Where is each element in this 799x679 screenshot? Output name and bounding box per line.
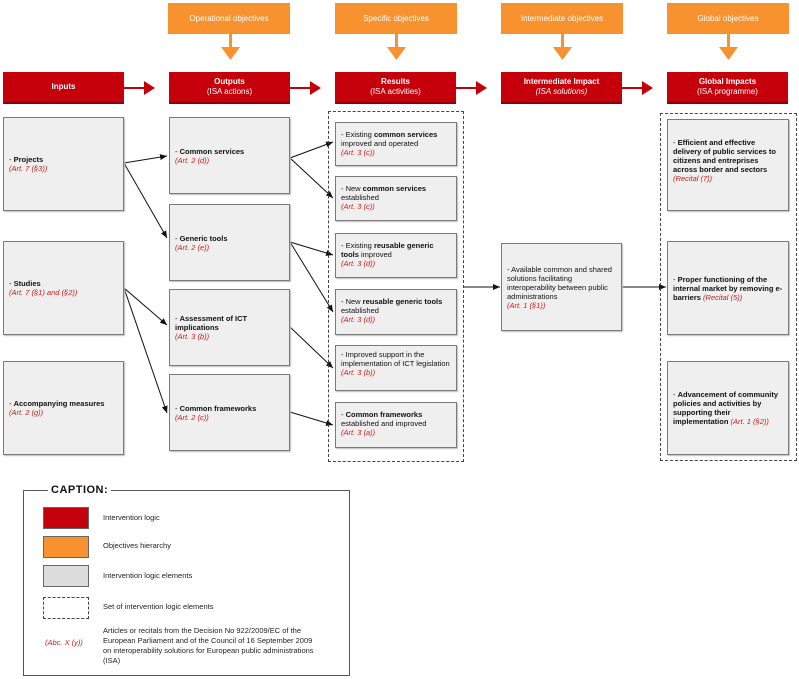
legend-ref-sample: (Abc. X (y)) [45, 638, 83, 647]
output-common-frameworks: - Common frameworks (Art. 2 (c)) [169, 374, 290, 451]
logic-global-impacts: Global Impacts (ISA programme) [667, 72, 788, 104]
article-ref: (Art. 2 (d)) [175, 155, 210, 165]
result-common-frameworks: - Common frameworks established and impr… [335, 402, 457, 448]
article-ref: (Art. 3 (c)) [341, 148, 375, 157]
objective-operational: Operational objectives [168, 3, 290, 34]
article-ref: (Art. 3 (b)) [341, 368, 376, 377]
logic-title: Inputs [51, 82, 76, 91]
legend-label: Objectives hierarchy [103, 541, 171, 550]
article-ref: (Art. 7 (§3)) [9, 164, 48, 173]
box-label: - Assessment of ICT implications [175, 314, 248, 332]
article-ref: (Art. 3 (d)) [341, 259, 376, 268]
box-label: - Accompanying measures [9, 399, 105, 408]
box-label: - Existing common services improved and … [341, 130, 438, 148]
article-ref: (Art. 3 (a)) [341, 428, 376, 437]
logic-title: Results [381, 77, 410, 86]
legend-label: Intervention logic elements [103, 571, 193, 580]
box-label: - Common frameworks established and impr… [341, 410, 427, 428]
logic-subtitle: (ISA solutions) [535, 87, 588, 96]
box-label: - New reusable generic tools established [341, 297, 443, 315]
output-assessment-ict: - Assessment of ICT implications (Art. 3… [169, 289, 290, 366]
objective-intermediate: Intermediate objectives [501, 3, 623, 34]
article-ref: (Art. 3 (c)) [341, 202, 375, 211]
input-accompanying-measures: - Accompanying measures (Art. 2 (g)) [3, 361, 124, 455]
box-label: - Efficient and effective delivery of pu… [673, 138, 776, 174]
article-ref: (Art. 2 (e)) [175, 242, 210, 252]
results-set [328, 111, 464, 462]
legend-swatch-orange [43, 536, 89, 558]
global-impact-internal-market: - Proper functioning of the internal mar… [667, 241, 789, 335]
box-label: - Generic tools [175, 233, 228, 243]
result-ict-legislation-support: - Improved support in the implementation… [335, 345, 457, 391]
box-label: - Existing reusable generic tools improv… [341, 241, 434, 259]
box-label: - New common services established [341, 184, 427, 202]
result-existing-generic-tools: - Existing reusable generic tools improv… [335, 233, 457, 278]
box-label: - Projects [9, 155, 44, 164]
article-ref: (Art. 3 (b)) [175, 332, 210, 341]
input-studies: - Studies (Art. 7 (§1) and (§2)) [3, 241, 124, 335]
box-label: - Proper functioning of the internal mar… [673, 274, 783, 302]
logic-intermediate-impact: Intermediate Impact (ISA solutions) [501, 72, 622, 104]
logic-subtitle: (ISA activities) [370, 87, 421, 96]
objective-arrows [221, 34, 738, 60]
logic-inputs: Inputs [3, 72, 124, 104]
input-projects: - Projects (Art. 7 (§3)) [3, 117, 124, 211]
logic-title: Outputs [214, 77, 245, 86]
box-label: - Common frameworks [175, 403, 257, 413]
box-label: - Common services [175, 146, 245, 156]
article-ref: (Recital (7)) [673, 174, 713, 183]
logic-title: Global Impacts [698, 77, 757, 86]
result-new-generic-tools: - New reusable generic tools established… [335, 289, 457, 335]
article-ref: (Art. 1 (§1)) [507, 300, 546, 310]
result-existing-common-services: - Existing common services improved and … [335, 122, 457, 166]
article-ref: (Art. 3 (d)) [341, 315, 376, 324]
box-label: - Studies [9, 279, 41, 288]
result-new-common-services: - New common services established (Art. … [335, 176, 457, 221]
global-impact-public-services: - Efficient and effective delivery of pu… [667, 119, 789, 211]
legend-label: Set of intervention logic elements [103, 602, 214, 611]
flow-connectors [123, 141, 666, 426]
caption-title: CAPTION: [48, 484, 112, 496]
legend-swatch-grey [43, 565, 89, 587]
box-label: - Advancement of community policies and … [673, 390, 779, 426]
box-label: - Improved support in the implementation… [341, 350, 450, 368]
caption-box [23, 490, 350, 676]
logic-results: Results (ISA activities) [335, 72, 456, 104]
output-common-services: - Common services (Art. 2 (d)) [169, 117, 290, 194]
box-label: - Available common and shared solutions … [507, 264, 612, 301]
legend-label: Intervention logic [103, 513, 160, 522]
article-ref: (Art. 7 (§1) and (§2)) [9, 288, 78, 297]
global-impact-community-policies: - Advancement of community policies and … [667, 361, 789, 455]
article-ref: (Art. 2 (g)) [9, 408, 44, 417]
legend-swatch-dashed [43, 597, 89, 619]
logic-title: Intermediate Impact [523, 77, 600, 86]
logic-arrows [124, 81, 653, 95]
objective-global: Global objectives [667, 3, 789, 34]
logic-subtitle: (ISA programme) [697, 87, 758, 96]
legend-swatch-red [43, 507, 89, 529]
article-ref: (Art. 2 (c)) [175, 412, 209, 422]
objective-specific: Specific objectives [335, 3, 457, 34]
output-generic-tools: - Generic tools (Art. 2 (e)) [169, 204, 290, 281]
logic-subtitle: (ISA actions) [206, 87, 253, 96]
global-impacts-set [660, 113, 797, 461]
logic-outputs: Outputs (ISA actions) [169, 72, 290, 104]
legend-label: Articles or recitals from the Decision N… [103, 626, 314, 665]
intermediate-impact-solutions: - Available common and shared solutions … [501, 243, 622, 331]
